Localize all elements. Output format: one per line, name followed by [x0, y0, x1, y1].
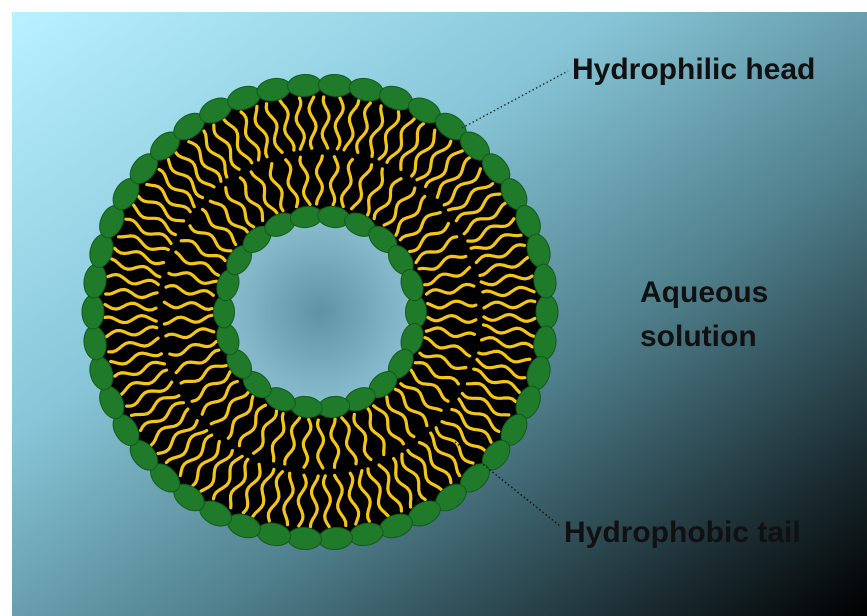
aqueous-solution-label-line2: solution: [640, 320, 757, 353]
outer-hydrophilic-head: [536, 295, 558, 329]
liposome: [82, 73, 558, 550]
aqueous-solution-label-line1: Aqueous: [640, 276, 768, 309]
hydrophobic-tail-label: Hydrophobic tail: [564, 516, 801, 549]
hydrophilic-head-label: Hydrophilic head: [572, 53, 815, 86]
outer-hydrophilic-head: [82, 295, 104, 329]
